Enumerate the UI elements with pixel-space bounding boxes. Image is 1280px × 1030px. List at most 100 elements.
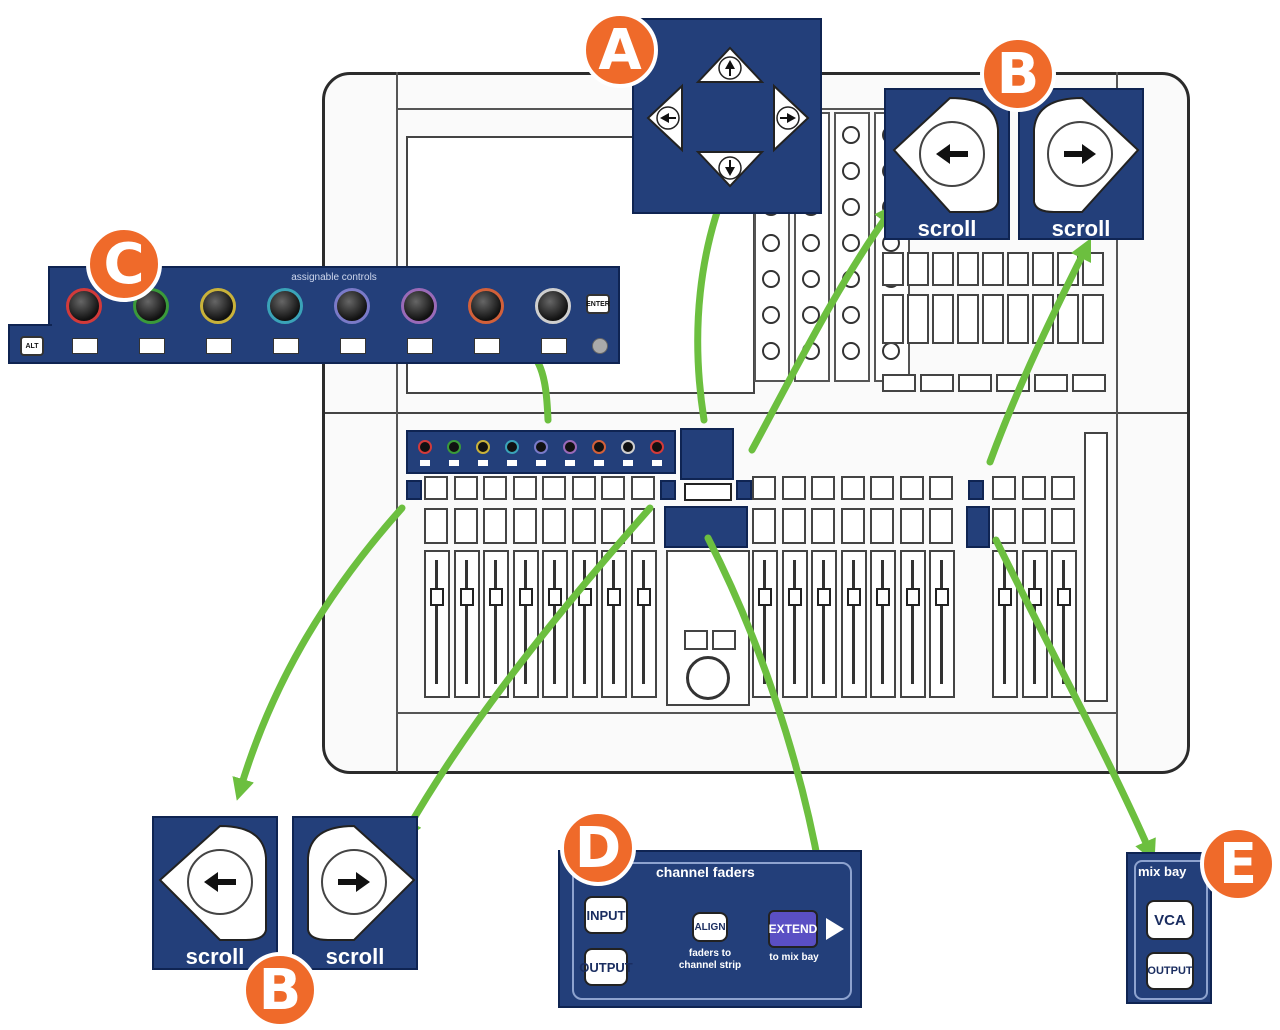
align-button[interactable]: ALIGN: [692, 912, 728, 942]
center-button-right[interactable]: [712, 630, 736, 650]
assignable-key[interactable]: [206, 338, 232, 354]
fader-cap[interactable]: [1027, 588, 1042, 606]
assignable-key[interactable]: [474, 338, 500, 354]
assignable-knob[interactable]: [66, 288, 102, 324]
input-button[interactable]: INPUT: [584, 896, 628, 934]
strip-button-block[interactable]: [870, 508, 894, 544]
fader-cap[interactable]: [548, 588, 562, 606]
rack-bottom-key[interactable]: [1034, 374, 1068, 392]
alt-button[interactable]: ALT: [20, 336, 44, 356]
rack-meter-key[interactable]: [982, 294, 1004, 344]
extend-button[interactable]: EXTEND: [768, 910, 818, 948]
strip-button-block[interactable]: [571, 508, 596, 544]
rack-meter-key[interactable]: [932, 294, 954, 344]
strip-select-key[interactable]: [870, 476, 894, 500]
vca-button[interactable]: VCA: [1146, 900, 1194, 940]
rack-meter-key[interactable]: [882, 294, 904, 344]
fader-cap[interactable]: [817, 588, 831, 606]
strip-select-key[interactable]: [630, 476, 655, 500]
fader-cap[interactable]: [459, 588, 474, 606]
fader-cap[interactable]: [876, 588, 890, 606]
strip-select-key[interactable]: [992, 476, 1016, 500]
fader-cap[interactable]: [998, 588, 1012, 606]
assignable-key[interactable]: [340, 338, 366, 354]
rack-key[interactable]: [957, 252, 979, 286]
rack-knob[interactable]: [802, 234, 820, 252]
fader-cap[interactable]: [607, 588, 621, 606]
fader-cap[interactable]: [518, 588, 533, 606]
rack-knob[interactable]: [842, 126, 860, 144]
strip-select-key[interactable]: [840, 476, 865, 500]
strip-select-key[interactable]: [424, 476, 448, 500]
enter-button[interactable]: ENTER: [586, 294, 610, 314]
fader-cap[interactable]: [758, 588, 772, 606]
strip-button-block[interactable]: [542, 508, 566, 544]
strip-select-key[interactable]: [512, 476, 537, 500]
rack-knob[interactable]: [762, 270, 780, 288]
strip-button-block[interactable]: [453, 508, 478, 544]
rack-meter-key[interactable]: [907, 294, 929, 344]
rack-meter-key[interactable]: [1057, 294, 1079, 344]
strip-button-block[interactable]: [899, 508, 924, 544]
strip-select-key[interactable]: [752, 476, 776, 500]
strip-select-key[interactable]: [899, 476, 924, 500]
fader-cap[interactable]: [489, 588, 503, 606]
fader-cap[interactable]: [636, 588, 651, 606]
rack-bottom-key[interactable]: [958, 374, 992, 392]
rack-knob[interactable]: [762, 234, 780, 252]
assignable-key[interactable]: [273, 338, 299, 354]
assignable-knob[interactable]: [535, 288, 571, 324]
strip-button-block[interactable]: [424, 508, 448, 544]
strip-select-key[interactable]: [571, 476, 596, 500]
fader-cap[interactable]: [430, 588, 444, 606]
strip-select-key[interactable]: [483, 476, 507, 500]
strip-select-key[interactable]: [453, 476, 478, 500]
rack-key[interactable]: [882, 252, 904, 286]
strip-button-block[interactable]: [512, 508, 537, 544]
strip-select-key[interactable]: [1051, 476, 1075, 500]
rack-key[interactable]: [1007, 252, 1029, 286]
strip-button-block[interactable]: [929, 508, 953, 544]
rack-meter-key[interactable]: [1082, 294, 1104, 344]
assignable-knob[interactable]: [334, 288, 370, 324]
mix-bay-output-button[interactable]: OUTPUT: [1146, 952, 1194, 990]
strip-button-block[interactable]: [1021, 508, 1046, 544]
strip-button-block[interactable]: [483, 508, 507, 544]
strip-select-key[interactable]: [929, 476, 953, 500]
fader-cap[interactable]: [787, 588, 802, 606]
rack-key[interactable]: [932, 252, 954, 286]
rack-knob[interactable]: [842, 234, 860, 252]
assignable-knob[interactable]: [468, 288, 504, 324]
rack-bottom-key[interactable]: [920, 374, 954, 392]
strip-select-key[interactable]: [542, 476, 566, 500]
rack-knob[interactable]: [802, 306, 820, 324]
rack-knob[interactable]: [842, 342, 860, 360]
rack-key[interactable]: [1032, 252, 1054, 286]
assignable-key[interactable]: [139, 338, 165, 354]
assignable-key[interactable]: [72, 338, 98, 354]
strip-button-block[interactable]: [1051, 508, 1075, 544]
fader-cap[interactable]: [1057, 588, 1071, 606]
rack-knob[interactable]: [762, 342, 780, 360]
rack-knob[interactable]: [842, 162, 860, 180]
rack-knob[interactable]: [802, 270, 820, 288]
rack-knob[interactable]: [842, 198, 860, 216]
rack-knob[interactable]: [762, 306, 780, 324]
strip-button-block[interactable]: [781, 508, 806, 544]
strip-button-block[interactable]: [840, 508, 865, 544]
assignable-knob[interactable]: [267, 288, 303, 324]
assignable-knob[interactable]: [200, 288, 236, 324]
strip-select-key[interactable]: [781, 476, 806, 500]
rack-key[interactable]: [982, 252, 1004, 286]
strip-select-key[interactable]: [1021, 476, 1046, 500]
fader-cap[interactable]: [935, 588, 949, 606]
assignable-key[interactable]: [407, 338, 433, 354]
rack-bottom-key[interactable]: [882, 374, 916, 392]
strip-button-block[interactable]: [752, 508, 776, 544]
strip-select-key[interactable]: [811, 476, 835, 500]
rack-knob[interactable]: [842, 306, 860, 324]
center-button-left[interactable]: [684, 630, 708, 650]
output-button[interactable]: OUTPUT: [579, 948, 633, 986]
rack-meter-key[interactable]: [1007, 294, 1029, 344]
rack-key[interactable]: [907, 252, 929, 286]
